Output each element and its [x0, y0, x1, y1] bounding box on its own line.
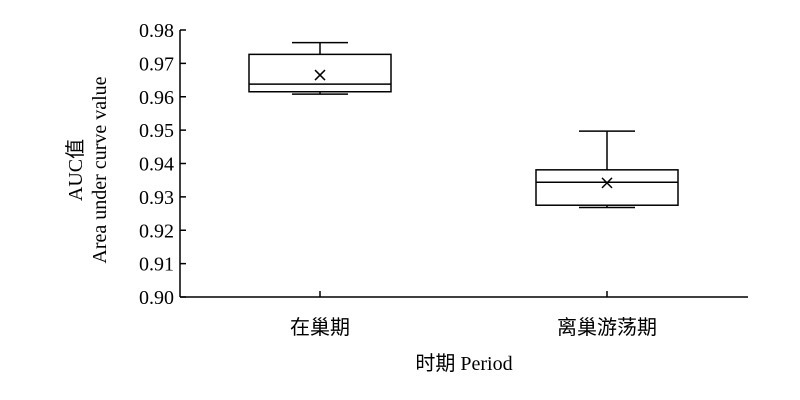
iqr-box	[248, 53, 392, 93]
x-category-label: 在巢期	[290, 315, 350, 339]
mean-marker-b	[601, 177, 613, 189]
y-tick-label: 0.94	[139, 154, 174, 176]
y-axis-ticks: 0.90 0.91 0.92 0.93 0.94 0.95 0.96 0.97 0.98	[139, 20, 186, 309]
y-tick-label: 0.92	[139, 220, 174, 242]
x-axis-title: 时期 Period	[415, 352, 512, 375]
y-axis-title-line1: AUC值	[64, 139, 87, 201]
y-tick-label: 0.97	[139, 53, 174, 75]
x-category-label: 离巢游荡期	[557, 315, 657, 339]
x-axis-categories: 在巢期 离巢游荡期	[290, 291, 657, 339]
y-axis-title-line2: Area under curve value	[89, 76, 111, 263]
y-tick-label: 0.98	[139, 20, 174, 42]
boxes	[248, 41, 679, 209]
iqr-box	[535, 169, 679, 206]
box-2	[535, 130, 679, 209]
y-tick-label: 0.91	[139, 254, 174, 276]
y-tick-label: 0.95	[139, 120, 174, 142]
box-1	[248, 41, 392, 95]
y-tick-label: 0.90	[139, 287, 174, 309]
mean-marker-b	[314, 69, 326, 81]
y-tick-label: 0.93	[139, 187, 174, 209]
y-tick-label: 0.96	[139, 87, 174, 109]
